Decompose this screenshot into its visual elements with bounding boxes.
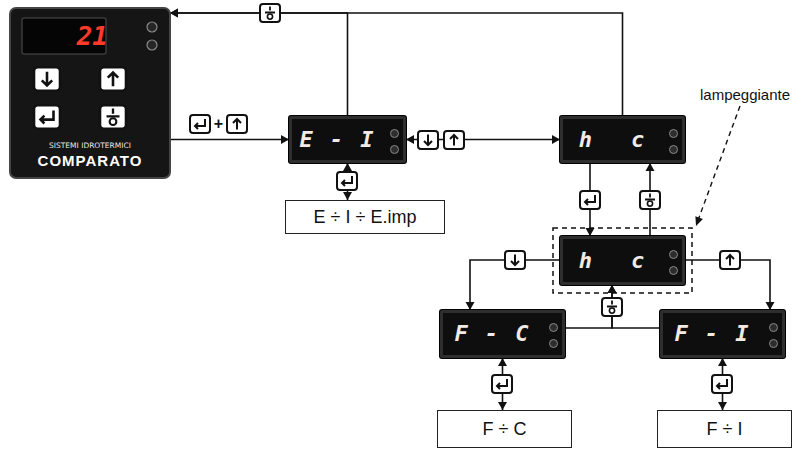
- display-screen: h c: [560, 116, 685, 163]
- down-key-icon: [505, 251, 525, 269]
- connector: [170, 9, 623, 117]
- controller-body: [10, 8, 170, 178]
- arrowhead: [646, 163, 655, 171]
- panel-display-digits: 21: [24, 21, 108, 51]
- esc-key-icon: [640, 191, 660, 209]
- status-led: [549, 339, 558, 348]
- arrowhead: [718, 358, 727, 366]
- up-button: [100, 67, 126, 90]
- display-text: F - C: [454, 323, 530, 345]
- display-text: E - I: [299, 129, 375, 151]
- status-led: [769, 339, 778, 348]
- status-led: [669, 250, 678, 259]
- up-key-icon: [444, 131, 464, 149]
- arrowhead: [608, 285, 617, 293]
- arrowhead: [718, 402, 727, 410]
- display-text: h c: [579, 129, 647, 151]
- arrowhead: [281, 135, 289, 144]
- display-screen: h c: [560, 236, 685, 285]
- status-led: [669, 129, 678, 138]
- parameter-text: F ÷ C: [483, 419, 527, 440]
- arrowhead: [552, 135, 560, 144]
- arrowhead: [170, 9, 178, 18]
- enter-key-icon: [492, 375, 512, 393]
- blink-frame: [553, 228, 692, 293]
- status-led: [669, 266, 678, 275]
- status-led: [769, 323, 778, 332]
- display-text: h c: [579, 250, 647, 272]
- controller-led: [147, 22, 157, 32]
- parameter-box: E ÷ I ÷ E.imp: [285, 200, 445, 234]
- connector: [170, 135, 289, 144]
- callout-label: lampeggiante: [700, 86, 790, 104]
- up-key-icon: [720, 251, 740, 269]
- arrowhead: [498, 402, 507, 410]
- connector: [170, 9, 348, 117]
- arrowhead: [586, 228, 595, 236]
- status-led: [390, 129, 399, 138]
- esc-key-icon: [260, 4, 280, 22]
- arrowhead: [608, 285, 617, 293]
- parameter-box: F ÷ I: [657, 410, 792, 448]
- display-screen: F - I: [660, 310, 785, 358]
- enter-key-icon: [712, 375, 732, 393]
- down-button: [34, 67, 60, 90]
- enter-key-icon: [337, 172, 357, 190]
- display-screen: E - I: [289, 116, 406, 163]
- arrowhead: [466, 302, 475, 310]
- controller-panel: 21SISTEMI IDROTERMICI COMPARATO: [10, 8, 170, 178]
- enter-key-icon: [190, 115, 210, 133]
- enter-button: [34, 105, 60, 128]
- parameter-text: E ÷ I ÷ E.imp: [314, 207, 417, 228]
- brand-name: COMPARATO: [10, 152, 170, 170]
- brand-subtitle: SISTEMI IDROTERMICI: [10, 141, 170, 150]
- arrowhead: [406, 135, 414, 144]
- arrowhead: [498, 358, 507, 366]
- esc-key-icon: [602, 298, 622, 316]
- display-screen: F - C: [440, 310, 565, 358]
- status-led: [549, 323, 558, 332]
- connector-line: [170, 13, 623, 116]
- leader-line: [699, 106, 741, 219]
- arrowhead: [766, 302, 775, 310]
- arrowhead: [343, 163, 352, 171]
- down-key-icon: [418, 131, 438, 149]
- up-key-icon: [227, 115, 247, 133]
- arrowhead: [170, 9, 178, 18]
- controller-led: [147, 40, 157, 50]
- enter-key-icon: [580, 191, 600, 209]
- parameter-text: F ÷ I: [707, 419, 743, 440]
- leader-arrowhead: [695, 216, 703, 226]
- status-led: [669, 145, 678, 154]
- status-led: [390, 145, 399, 154]
- arrowhead: [343, 192, 352, 200]
- plus-sign: +: [211, 114, 226, 134]
- parameter-box: F ÷ C: [437, 410, 572, 448]
- connector-line: [170, 139, 289, 141]
- display-text: F - I: [674, 323, 750, 345]
- connector-line: [170, 13, 348, 116]
- esc-button: [100, 105, 126, 128]
